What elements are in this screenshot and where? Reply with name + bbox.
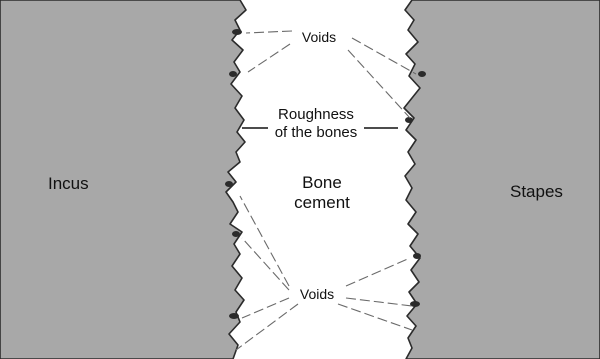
leader-line bbox=[346, 258, 410, 286]
roughness-label-line1: Roughness bbox=[278, 106, 354, 123]
bone-cement-label-line2: cement bbox=[294, 193, 350, 212]
leader-line bbox=[236, 304, 298, 350]
leader-line bbox=[246, 31, 292, 33]
leader-line bbox=[346, 298, 412, 306]
incus-label: Incus bbox=[48, 174, 89, 193]
bone-cement-label-line1: Bone bbox=[302, 173, 342, 192]
stapes-bone bbox=[404, 0, 600, 359]
surface-void bbox=[229, 71, 237, 77]
surface-void bbox=[405, 117, 413, 123]
leader-line bbox=[248, 44, 290, 72]
leader-line bbox=[338, 304, 412, 330]
leader-line bbox=[242, 298, 289, 318]
surface-void bbox=[232, 231, 240, 237]
voids-label-top: Voids bbox=[302, 29, 336, 45]
stapes-label: Stapes bbox=[510, 182, 563, 201]
roughness-label-line2: of the bones bbox=[275, 124, 358, 141]
leader-line bbox=[240, 196, 289, 286]
leader-line bbox=[242, 238, 289, 290]
voids-label-bottom: Voids bbox=[300, 286, 334, 302]
surface-void bbox=[413, 253, 421, 259]
surface-void bbox=[418, 71, 426, 77]
surface-void bbox=[225, 181, 233, 187]
surface-void bbox=[232, 29, 242, 35]
incus-bone bbox=[0, 0, 246, 359]
leader-line bbox=[348, 50, 410, 118]
surface-void bbox=[229, 313, 239, 319]
leader-line bbox=[352, 38, 416, 74]
